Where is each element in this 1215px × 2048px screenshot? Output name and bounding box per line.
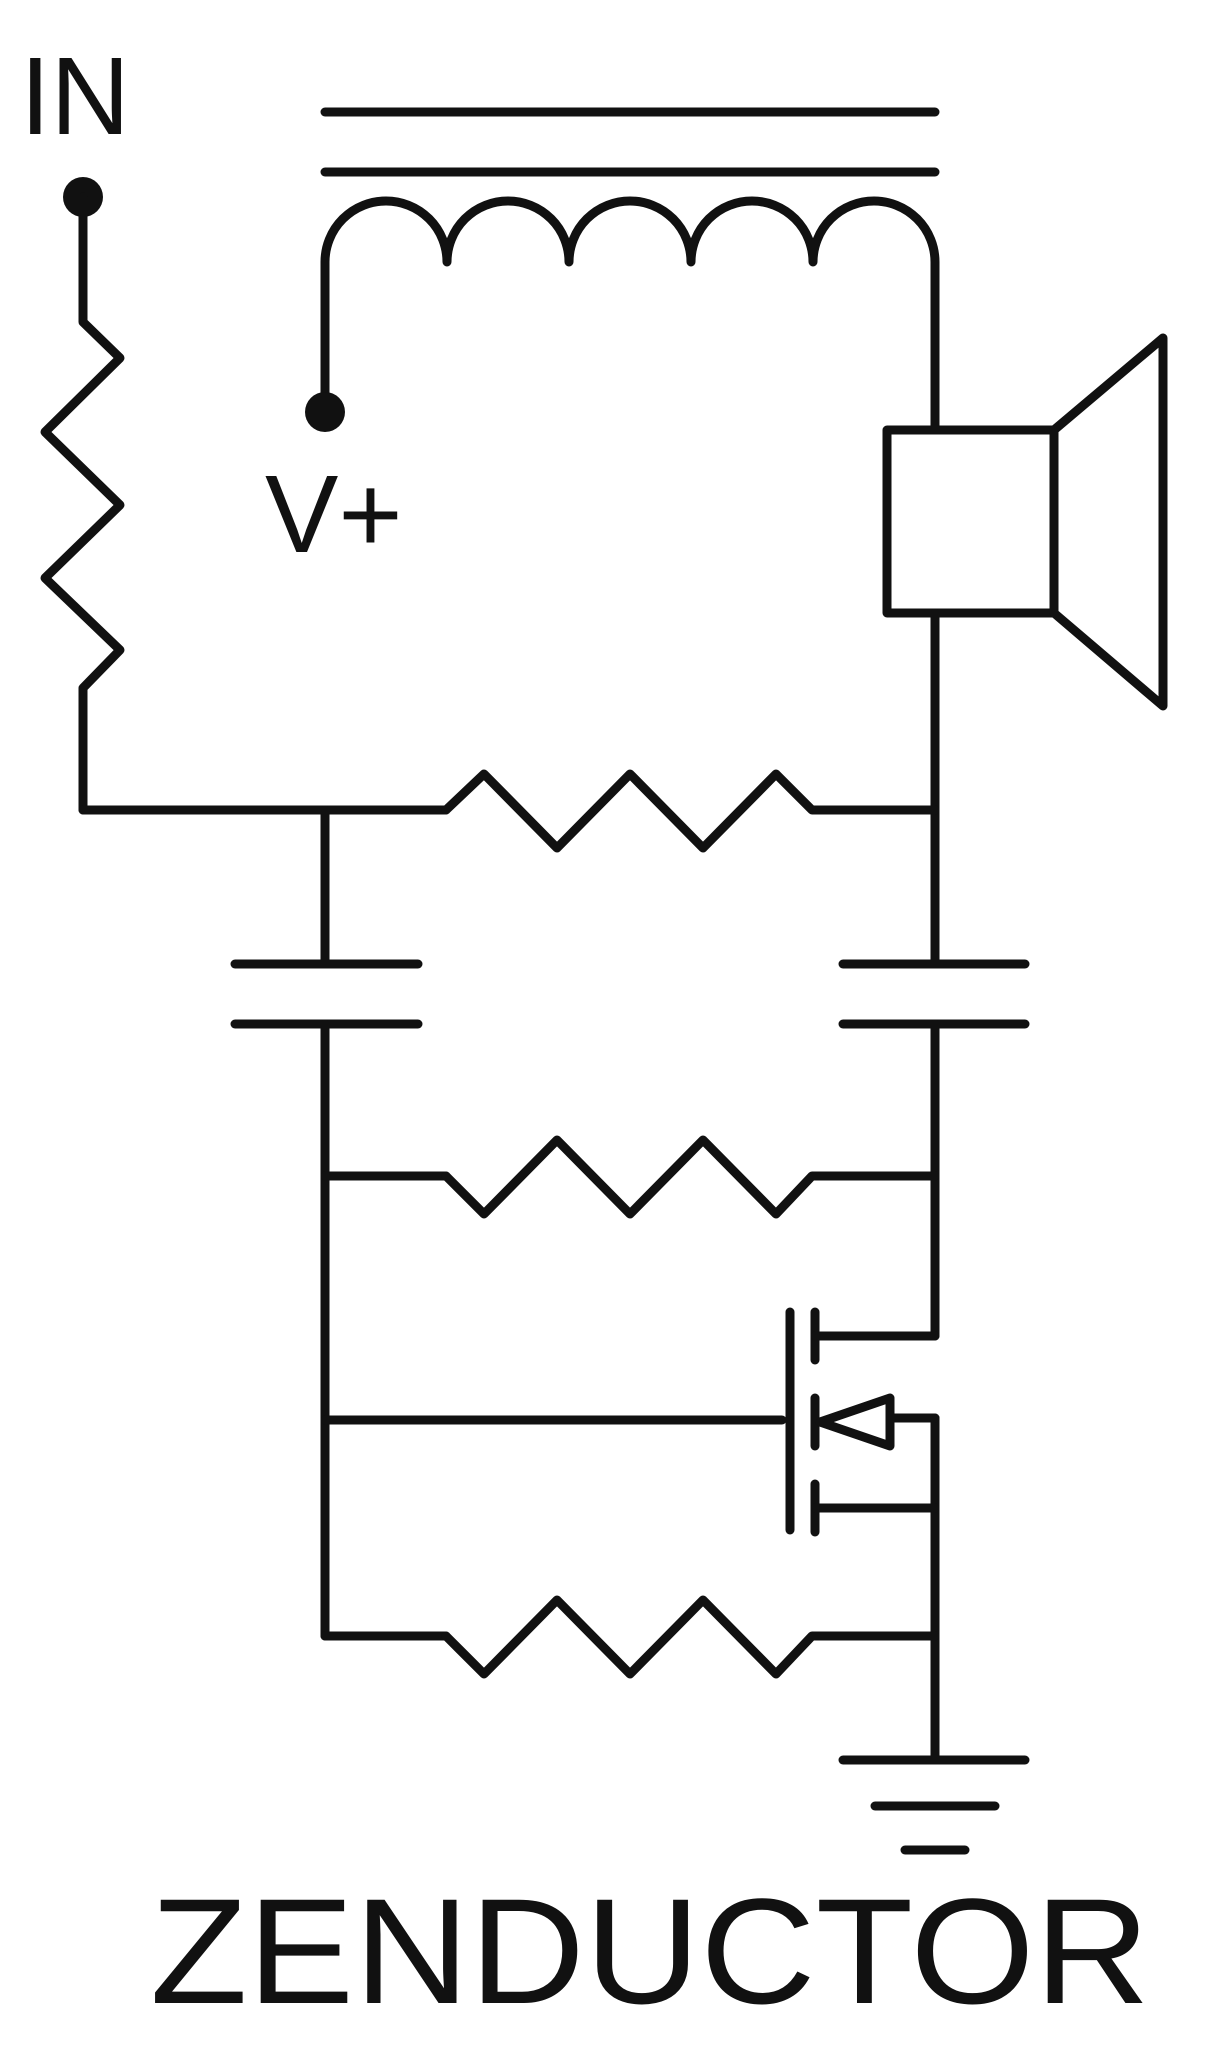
input-resistor	[40, 192, 125, 815]
supply-label: V+	[265, 453, 403, 576]
mosfet-symbol	[320, 1307, 940, 1537]
input-label: IN	[20, 35, 130, 158]
inductor-coil	[320, 196, 940, 435]
ground-icon	[838, 1755, 1030, 1855]
feedback-resistor	[441, 769, 940, 853]
supply-terminal	[305, 392, 345, 432]
gate-drain-resistor	[441, 1135, 940, 1219]
gate-source-resistor	[441, 1595, 940, 1679]
title-label: ZENDUCTOR	[150, 1867, 1150, 2035]
speaker-icon	[882, 333, 1168, 711]
